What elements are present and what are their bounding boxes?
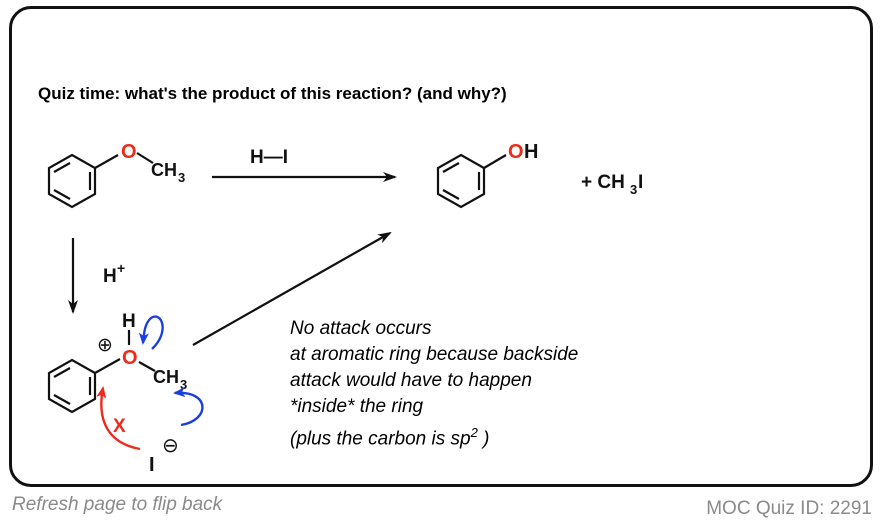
reagent-h-sup: + xyxy=(117,260,125,276)
iodide-i: I xyxy=(149,454,155,476)
note-line-3: attack would have to happen xyxy=(290,370,532,391)
anisole-ch: CH xyxy=(151,160,177,180)
phenol-oxygen: O xyxy=(508,141,524,163)
anisole-molecule xyxy=(47,152,154,209)
explanation-note: No attack occurs at aromatic ring becaus… xyxy=(290,316,578,452)
positive-charge-icon: ⊕ xyxy=(97,334,113,356)
byproduct-sub: 3 xyxy=(630,182,637,197)
red-curved-arrow-ring xyxy=(96,386,141,451)
phenol-hydrogen: H xyxy=(524,141,538,163)
phenol-molecule xyxy=(436,153,507,209)
oxonium-ch3-sub: 3 xyxy=(180,377,187,392)
oxonium-benzene-ring xyxy=(47,358,97,414)
anisole-ch3-sub: 3 xyxy=(178,170,185,185)
byproduct-suffix: I xyxy=(638,172,643,193)
quiz-id: MOC Quiz ID: 2291 xyxy=(706,498,872,519)
note-line-5-prefix: (plus the carbon is sp xyxy=(290,428,471,450)
anisole-oxygen: O xyxy=(121,141,137,163)
note-line-2: at aromatic ring because backside xyxy=(290,344,579,365)
diagonal-arrow xyxy=(192,232,392,346)
note-line-1: No attack occurs xyxy=(290,318,432,339)
blue-curved-arrow-oh xyxy=(138,315,164,350)
anisole-benzene-ring xyxy=(47,153,97,209)
oxonium-molecule xyxy=(47,330,156,414)
note-line-5-sup: 2 xyxy=(470,425,478,440)
blue-curved-arrow-iodide xyxy=(173,387,204,427)
reagent-hi: H—I xyxy=(250,147,288,168)
red-x-mark: X xyxy=(113,416,126,437)
flip-back-hint[interactable]: Refresh page to flip back xyxy=(12,494,223,515)
byproduct-prefix: + CH xyxy=(581,172,625,193)
phenol-benzene-ring xyxy=(436,153,486,209)
oxonium-ch: CH xyxy=(153,367,179,387)
note-line-5: (plus the carbon is sp2 ) xyxy=(290,420,578,452)
quiz-question: Quiz time: what's the product of this re… xyxy=(38,84,507,103)
note-line-5-suffix: ) xyxy=(477,428,490,450)
reagent-h: H xyxy=(103,266,117,287)
oxonium-h: H xyxy=(122,311,136,332)
quiz-card[interactable] xyxy=(9,6,873,487)
negative-charge-icon: ⊖ xyxy=(162,433,179,457)
oxonium-oxygen: O xyxy=(122,347,138,369)
note-line-4: *inside* the ring xyxy=(290,396,424,417)
